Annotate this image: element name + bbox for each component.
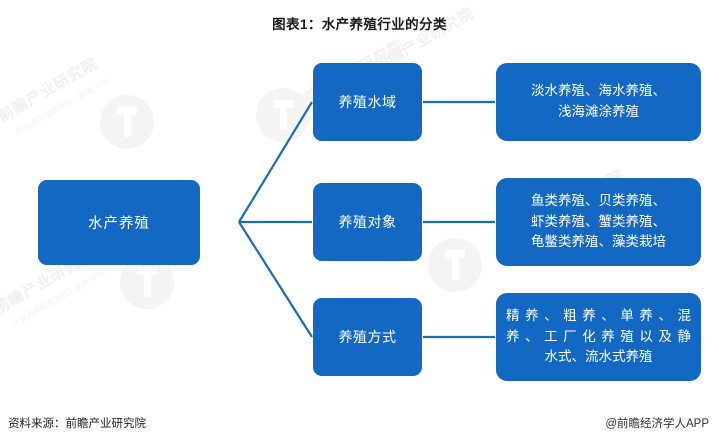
- detail-node-2[interactable]: 鱼类养殖、贝类养殖、 虾类养殖、蟹类养殖、 龟鳖类养殖、藻类栽培: [496, 178, 701, 266]
- detail-node-1[interactable]: 淡水养殖、海水养殖、 浅海滩涂养殖: [496, 63, 701, 141]
- detail-node-2-line-1: 鱼类养殖、贝类养殖、: [531, 192, 666, 208]
- detail-node-2-line-3: 龟鳖类养殖、藻类栽培: [531, 234, 666, 250]
- chart-title: 图表1：水产养殖行业的分类: [272, 17, 447, 32]
- detail-node-3-text: 精养、粗养、单养、混 养、工厂化养殖以及静 水式、流水式养殖: [506, 306, 691, 369]
- detail-node-1-line-2: 浅海滩涂养殖: [558, 104, 639, 119]
- footer-brand-text: @前瞻经济学人APP: [605, 418, 709, 430]
- detail-node-1-text: 淡水养殖、海水养殖、 浅海滩涂养殖: [506, 81, 691, 123]
- footer: 资料来源：前瞻产业研究院 @前瞻经济学人APP: [0, 415, 719, 435]
- category-node-3-label: 养殖方式: [338, 329, 397, 345]
- detail-node-2-text: 鱼类养殖、贝类养殖、 虾类养殖、蟹类养殖、 龟鳖类养殖、藻类栽培: [506, 191, 691, 254]
- detail-node-3-line-3: 水式、流水式养殖: [544, 349, 653, 365]
- category-node-2[interactable]: 养殖对象: [313, 183, 422, 261]
- detail-node-3-line-1: 精养、粗养、单养、混: [506, 307, 691, 323]
- category-node-1-label: 养殖水域: [338, 94, 397, 110]
- root-node-aquaculture[interactable]: 水产养殖: [38, 180, 200, 265]
- root-node-label: 水产养殖: [88, 216, 150, 232]
- detail-node-3-line-2: 养、工厂化养殖以及静: [506, 328, 691, 344]
- category-node-1[interactable]: 养殖水域: [313, 63, 422, 141]
- detail-node-2-line-2: 虾类养殖、蟹类养殖、: [531, 213, 666, 229]
- footer-source-text: 资料来源：前瞻产业研究院: [8, 418, 146, 430]
- category-node-3[interactable]: 养殖方式: [313, 298, 422, 376]
- detail-node-1-line-1: 淡水养殖、海水养殖、: [531, 83, 666, 99]
- detail-node-3[interactable]: 精养、粗养、单养、混 养、工厂化养殖以及静 水式、流水式养殖: [496, 293, 701, 381]
- connector-root-to-branch-3: [238, 221, 313, 338]
- category-node-2-label: 养殖对象: [338, 214, 397, 230]
